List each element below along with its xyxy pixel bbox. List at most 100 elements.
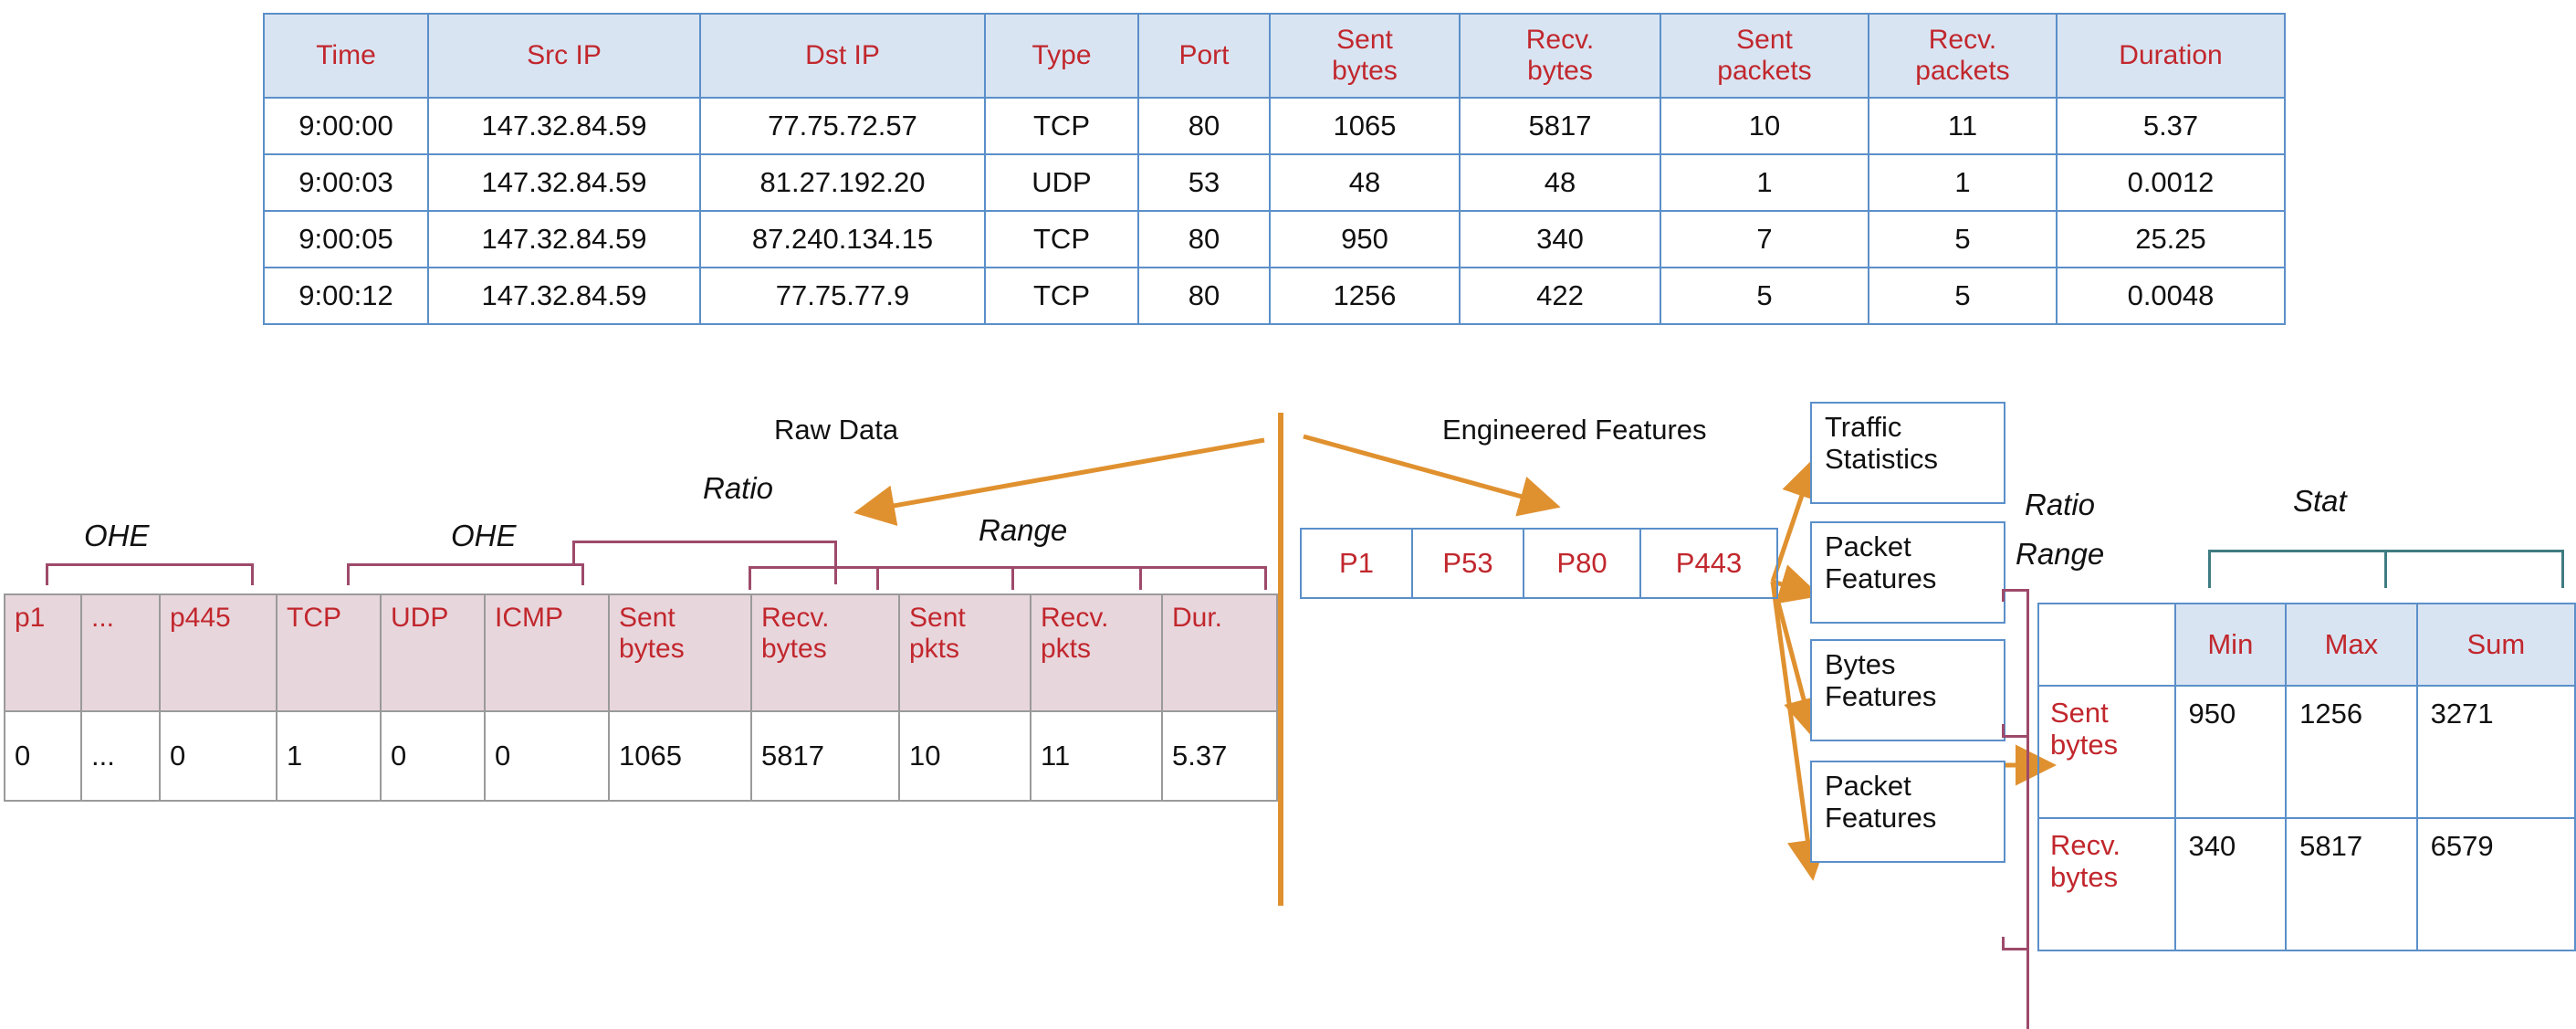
ohe-value-recv-bytes: 5817 (750, 710, 900, 802)
ohe-value-tcp: 1 (276, 710, 382, 802)
bracket-ohe-1-leg-left (46, 563, 48, 585)
feature-box-packet-features-2[interactable]: Packet Features (1810, 761, 2005, 863)
ohe-col-recv-bytes: Recv. bytes (750, 593, 900, 712)
port-cell-p80: P80 (1523, 528, 1641, 599)
ohe-col-dur: Dur. (1161, 593, 1278, 712)
ohe-value-recv-pkts: 11 (1030, 710, 1163, 802)
cell-type: TCP (984, 97, 1139, 155)
ohe-col-recv-pkts-l2: pkts (1041, 633, 1092, 664)
port-cell-p53: P53 (1411, 528, 1524, 599)
feature-box-bytes-features-l2: Features (1825, 680, 1937, 713)
ohe-col-icmp: ICMP (484, 593, 610, 712)
bracket-ratio-range-tick-top (2002, 589, 2005, 602)
cell-time: 9:00:12 (263, 267, 429, 325)
table-row: 0 ... 0 1 0 0 1065 5817 10 11 5.37 (4, 710, 1278, 802)
port-cell-p443: P443 (1639, 528, 1778, 599)
ohe-value-ellipsis: ... (80, 710, 161, 802)
range-label-left: Range (979, 513, 1068, 547)
raw-col-recv-packets-l1: Recv. (1928, 25, 1997, 56)
raw-col-recv-bytes-l1: Recv. (1525, 25, 1595, 56)
bracket-stat-leg-right (2561, 550, 2564, 588)
stat-row-label-sent-bytes: Sent bytes (2037, 685, 2176, 819)
ohe-col-ellipsis: ... (80, 593, 161, 712)
stat-cell-sent-bytes-sum: 3271 (2415, 685, 2576, 819)
bracket-ratio-left-top (572, 541, 837, 543)
raw-col-type: Type (984, 13, 1139, 99)
cell-dst-ip: 77.75.77.9 (699, 267, 986, 325)
feature-box-bytes-features[interactable]: Bytes Features (1810, 639, 2005, 741)
cell-recv-packets: 5 (1868, 267, 2058, 325)
raw-col-sent-bytes-l2: bytes (1332, 56, 1398, 86)
table-row: 9:00:03 147.32.84.59 81.27.192.20 UDP 53… (263, 153, 2286, 212)
bracket-range-left-leg-3 (1139, 566, 1142, 590)
raw-col-sent-packets-l1: Sent (1736, 25, 1793, 56)
bracket-stat-leg-left (2208, 550, 2211, 588)
raw-col-sent-packets-l2: packets (1717, 56, 1812, 86)
cell-dst-ip: 81.27.192.20 (699, 153, 986, 212)
stat-corner-cell (2037, 603, 2176, 687)
feature-box-traffic-statistics[interactable]: Traffic Statistics (1810, 402, 2005, 504)
bracket-ratio-left-leg-left (572, 541, 575, 564)
bracket-ratio-range-tick-mid (2002, 724, 2005, 737)
raw-col-recv-bytes-l2: bytes (1527, 56, 1593, 86)
ohe-value-icmp: 0 (484, 710, 610, 802)
stat-cell-recv-bytes-sum: 6579 (2415, 817, 2576, 951)
cell-duration: 25.25 (2056, 210, 2286, 268)
ohe-label-1: OHE (84, 519, 150, 552)
ohe-col-p1: p1 (4, 593, 82, 712)
bracket-ohe-1-top (46, 563, 254, 566)
bracket-range-left-leg-0 (749, 566, 751, 590)
stat-cell-recv-bytes-max: 5817 (2285, 817, 2418, 951)
cell-type: UDP (984, 153, 1139, 212)
cell-recv-bytes: 5817 (1459, 97, 1661, 155)
bracket-ratio-range-stub-top (2002, 589, 2029, 592)
ohe-col-sent-bytes-l1: Sent (619, 603, 675, 633)
cell-sent-bytes: 1256 (1269, 267, 1461, 325)
cell-src-ip: 147.32.84.59 (427, 153, 701, 212)
cell-recv-packets: 11 (1868, 97, 2058, 155)
ohe-value-dur: 5.37 (1161, 710, 1278, 802)
cell-recv-bytes: 48 (1459, 153, 1661, 212)
cell-src-ip: 147.32.84.59 (427, 267, 701, 325)
table-row: Sent bytes 950 1256 3271 (2037, 685, 2576, 819)
raw-col-recv-packets: Recv. packets (1868, 13, 2058, 99)
cell-port: 53 (1137, 153, 1271, 212)
cell-port: 80 (1137, 97, 1271, 155)
table-row: P1 P53 P80 P443 (1300, 528, 1778, 599)
cell-sent-packets: 5 (1660, 267, 1869, 325)
cell-sent-packets: 7 (1660, 210, 1869, 268)
raw-table-header-row: Time Src IP Dst IP Type Port Sent bytes … (263, 13, 2286, 99)
feature-box-packet-features-1[interactable]: Packet Features (1810, 521, 2005, 624)
cell-type: TCP (984, 210, 1139, 268)
table-row: 9:00:12 147.32.84.59 77.75.77.9 TCP 80 1… (263, 267, 2286, 325)
stat-row-label-recv-bytes-l1: Recv. (2050, 829, 2120, 861)
ohe-col-recv-bytes-l2: bytes (761, 633, 827, 664)
feature-box-traffic-statistics-l2: Statistics (1825, 443, 1939, 476)
cell-sent-bytes: 1065 (1269, 97, 1461, 155)
cell-time: 9:00:00 (263, 97, 429, 155)
arrow-to-bytes-features (1770, 581, 1824, 740)
cell-sent-bytes: 950 (1269, 210, 1461, 268)
raw-col-sent-packets: Sent packets (1660, 13, 1869, 99)
cell-src-ip: 147.32.84.59 (427, 210, 701, 268)
stat-table: Min Max Sum Sent bytes 950 1256 3271 Rec… (2037, 603, 2576, 951)
stat-row-label-sent-bytes-l1: Sent (2050, 697, 2109, 729)
ohe-value-sent-bytes: 1065 (608, 710, 752, 802)
arrow-raw-data (853, 437, 1265, 527)
bracket-ratio-range-stub-bottom (2002, 948, 2029, 950)
cell-duration: 0.0012 (2056, 153, 2286, 212)
cell-time: 9:00:05 (263, 210, 429, 268)
stat-table-header-row: Min Max Sum (2037, 603, 2576, 687)
stat-row-label-recv-bytes: Recv. bytes (2037, 817, 2176, 951)
raw-col-recv-packets-l2: packets (1915, 56, 2010, 86)
ohe-col-recv-pkts: Recv. pkts (1030, 593, 1163, 712)
bracket-range-left-top (749, 566, 1267, 569)
stat-col-max: Max (2285, 603, 2418, 687)
ohe-value-p445: 0 (159, 710, 277, 802)
ohe-col-sent-bytes-l2: bytes (619, 633, 685, 664)
ratio-label-left: Ratio (703, 471, 774, 505)
raw-col-sent-bytes-l1: Sent (1336, 25, 1393, 56)
cell-type: TCP (984, 267, 1139, 325)
range-label-right: Range (2016, 537, 2105, 571)
port-cell-p1: P1 (1300, 528, 1413, 599)
